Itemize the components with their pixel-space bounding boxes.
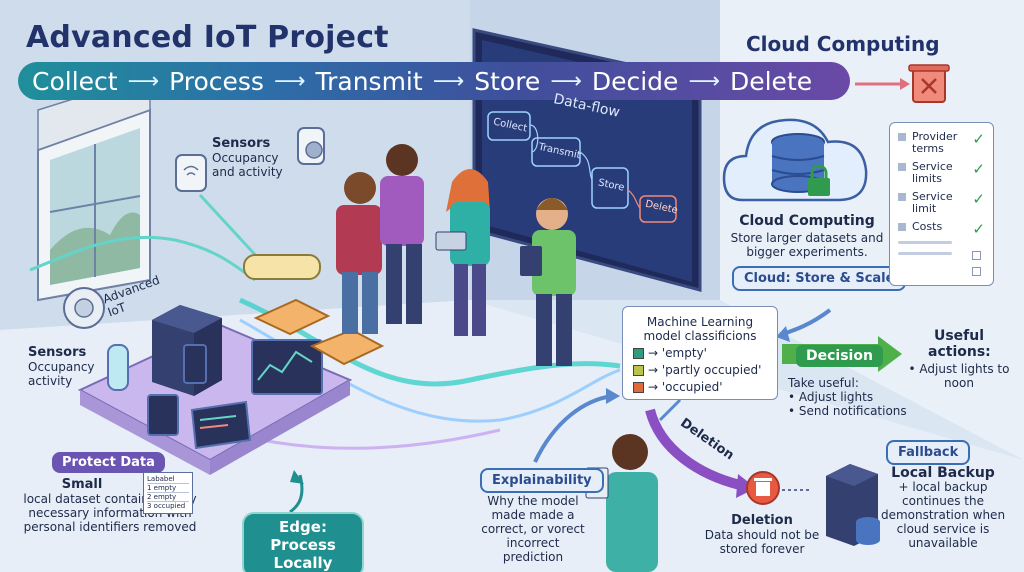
dataset-table-row: 2 empty: [147, 493, 189, 502]
ml-class-row: → 'empty': [633, 346, 767, 360]
useful-actions-title: Useful actions:: [928, 328, 991, 360]
arrow-right-icon: ⟶: [432, 68, 465, 94]
trash-icon: [855, 64, 950, 103]
useful-actions-item: • Adjust lights to noon: [908, 362, 1010, 390]
pipeline-step-process: Process: [169, 66, 264, 96]
dataset-table-row: 3 occupied: [147, 502, 186, 510]
sensors-left-title: Sensors: [28, 345, 87, 360]
check-icon: ✓: [972, 190, 985, 208]
pipeline-step-collect: Collect: [32, 66, 118, 96]
check-icon: ✓: [972, 160, 985, 178]
sensor-devices: [63, 127, 325, 329]
pipeline-step-delete: Delete: [729, 66, 813, 96]
ml-classification-card: Machine Learning model classificions → '…: [622, 306, 778, 400]
color-swatch: [633, 347, 644, 359]
sensors-top-title: Sensors: [212, 136, 271, 151]
sensors-top-text: Occupancy and activity: [212, 151, 283, 179]
decision-badge: Decision: [796, 345, 883, 367]
dataset-table: Lababel 1 empty 2 empty 3 occupied: [143, 472, 193, 514]
students: [336, 144, 658, 572]
take-useful-item: • Send notifications: [788, 404, 907, 418]
fallback-badge: Fallback: [886, 440, 971, 465]
explainability-badge: Explainability: [480, 468, 604, 493]
pipeline-banner: Collect ⟶ Process ⟶ Transmit ⟶ Store ⟶ D…: [18, 62, 850, 100]
window: [37, 73, 151, 302]
explainability-text: Why the model made made a correct, or vo…: [481, 494, 585, 564]
color-swatch: [633, 381, 644, 393]
dataset-table-row: 1 empty: [147, 484, 189, 493]
local-backup-text: + local backup continues the demonstrati…: [880, 480, 1006, 550]
deletion-title: Deletion: [731, 513, 793, 528]
empty-checkbox: [972, 251, 981, 260]
checklist-item: Service limit✓: [898, 191, 985, 215]
deletion-text: Data should not be stored forever: [704, 528, 820, 556]
decision-take-useful: Take useful: • Adjust lights • Send noti…: [788, 376, 908, 418]
provider-checklist: Provider terms✓ Service limits✓ Service …: [889, 122, 994, 286]
ml-class-row: → 'partly occupied': [633, 363, 767, 377]
placeholder-line: [898, 252, 952, 255]
sensors-left-text: Occupancy activity: [28, 360, 95, 388]
useful-actions-label: Useful actions: • Adjust lights to noon: [904, 328, 1014, 390]
arrow-right-icon: ⟶: [273, 68, 306, 94]
sensors-top-label: Sensors Occupancy and activity: [212, 136, 302, 180]
placeholder-line: [898, 241, 952, 244]
cloud-computing-title: Cloud Computing: [739, 213, 875, 229]
arrow-right-icon: ⟶: [688, 68, 720, 94]
edge-badge: Edge: Process Locally: [242, 512, 364, 572]
dataset-table-header: Lababel: [147, 475, 189, 484]
protect-data-badge: Protect Data: [52, 452, 165, 473]
take-useful-title: Take useful:: [788, 376, 859, 390]
check-icon: ✓: [972, 220, 985, 238]
arrow-right-icon: ⟶: [550, 68, 582, 94]
page-title: Advanced IoT Project: [26, 20, 389, 55]
arrow-right-icon: ⟶: [127, 68, 160, 94]
cloud-store-scale-badge: Cloud: Store & Scale: [732, 266, 907, 291]
cloud-computing-label: Cloud Computing Store larger datasets an…: [722, 214, 892, 259]
checklist-item: Provider terms✓: [898, 131, 985, 155]
checklist-item: Service limits✓: [898, 161, 985, 185]
cloud-storage: [722, 118, 868, 202]
pipeline-step-store: Store: [474, 66, 541, 96]
local-backup-title: Local Backup: [891, 465, 995, 481]
color-swatch: [633, 364, 644, 376]
checklist-item: Costs✓: [898, 220, 985, 238]
empty-checkbox: [972, 267, 981, 276]
take-useful-item: • Adjust lights: [788, 390, 874, 404]
cloud-computing-text: Store larger datasets and bigger experim…: [730, 231, 884, 259]
pipeline-step-decide: Decide: [591, 66, 679, 96]
sensors-left-label: Sensors Occupancy activity: [28, 345, 106, 389]
pipeline-step-transmit: Transmit: [315, 66, 423, 96]
small-dataset-title: Small: [61, 477, 103, 492]
deletion-label: Deletion Data should not be stored forev…: [702, 513, 822, 557]
ml-card-title: Machine Learning model classificions: [643, 315, 757, 343]
local-backup-label: Local Backup + local backup continues th…: [880, 466, 1006, 550]
cloud-computing-heading: Cloud Computing: [746, 32, 940, 56]
ml-class-row: → 'occupied': [633, 380, 767, 394]
local-backup-server: [826, 464, 880, 546]
check-icon: ✓: [972, 130, 985, 148]
